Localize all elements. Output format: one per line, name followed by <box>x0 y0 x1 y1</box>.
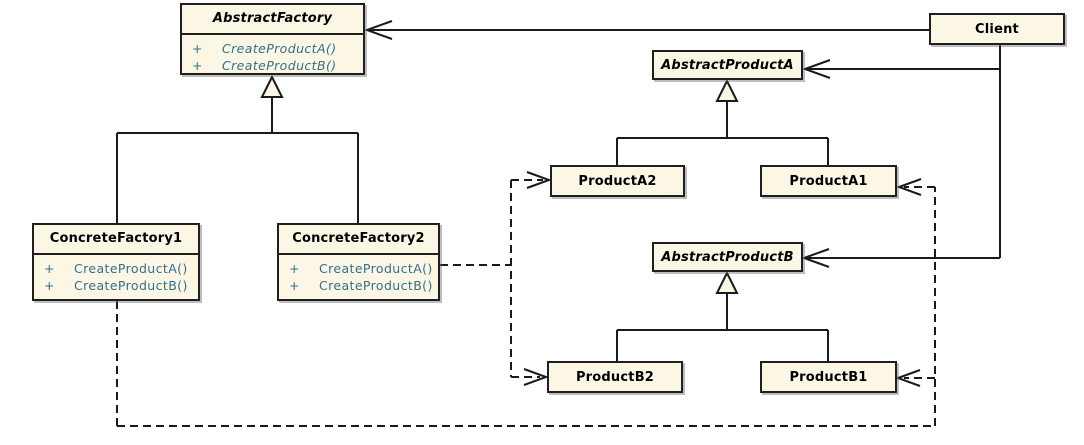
class-title: AbstractProductA <box>661 57 794 73</box>
method-row: + CreateProductB() <box>44 277 196 294</box>
method-compartment: + CreateProductA() + CreateProductB() <box>182 35 363 74</box>
open-arrowhead-abstractproductb <box>801 248 830 268</box>
open-arrowhead-abstractproducta <box>802 59 831 79</box>
method-signature: CreateProductB() <box>74 278 188 293</box>
method-row: + CreateProductA() <box>44 260 196 277</box>
visibility-marker: + <box>289 278 300 293</box>
class-title: ConcreteFactory2 <box>279 225 438 255</box>
method-compartment: + CreateProductA() + CreateProductB() <box>279 255 438 294</box>
method-row: + CreateProductB() <box>192 57 361 74</box>
edge-generalization-products-b <box>616 293 829 361</box>
open-arrowhead-producta1 <box>896 178 922 196</box>
edge-generalization-products-a <box>616 101 829 165</box>
class-title: ProductB1 <box>789 369 868 385</box>
class-title: ProductA1 <box>789 173 868 189</box>
class-box-abstract-factory: AbstractFactory + CreateProductA() + Cre… <box>180 3 365 75</box>
open-arrowhead-abstractfactory <box>364 20 393 40</box>
open-arrowhead-productb1 <box>895 369 921 387</box>
visibility-marker: + <box>44 278 55 293</box>
method-signature: CreateProductA() <box>222 41 337 56</box>
class-box-concrete-factory1: ConcreteFactory1 + CreateProductA() + Cr… <box>32 223 200 301</box>
class-box-product-a1: ProductA1 <box>760 165 897 197</box>
edge-dependency-concretefactory1 <box>116 186 936 427</box>
method-row: + CreateProductA() <box>289 260 436 277</box>
class-title: Client <box>975 21 1019 37</box>
class-title: ProductA2 <box>578 173 657 189</box>
method-signature: CreateProductA() <box>319 261 433 276</box>
class-box-concrete-factory2: ConcreteFactory2 + CreateProductA() + Cr… <box>277 223 440 301</box>
class-box-product-b2: ProductB2 <box>547 361 683 393</box>
generalization-triangle-abstractproducta <box>715 78 739 102</box>
edge-generalization-factories <box>116 97 359 223</box>
method-signature: CreateProductB() <box>222 58 337 73</box>
class-title: AbstractFactory <box>182 5 363 35</box>
method-compartment: + CreateProductA() + CreateProductB() <box>34 255 198 294</box>
method-row: + CreateProductA() <box>192 40 361 57</box>
visibility-marker: + <box>192 41 203 56</box>
method-signature: CreateProductB() <box>319 278 433 293</box>
class-box-client: Client <box>929 13 1065 45</box>
class-title: ProductB2 <box>575 369 655 385</box>
class-box-abstract-product-b: AbstractProductB <box>652 242 803 272</box>
class-box-product-a2: ProductA2 <box>550 165 685 197</box>
method-signature: CreateProductA() <box>74 261 188 276</box>
visibility-marker: + <box>289 261 300 276</box>
edge-dependency-concretefactory2 <box>440 179 543 378</box>
class-box-abstract-product-a: AbstractProductA <box>652 50 803 80</box>
method-row: + CreateProductB() <box>289 277 436 294</box>
generalization-triangle-abstractfactory <box>260 74 284 98</box>
class-title: ConcreteFactory1 <box>34 225 198 255</box>
open-arrowhead-productb2 <box>523 368 549 386</box>
open-arrowhead-producta2 <box>526 171 552 189</box>
class-box-product-b1: ProductB1 <box>760 361 897 393</box>
generalization-triangle-abstractproductb <box>715 270 739 294</box>
visibility-marker: + <box>192 58 203 73</box>
class-title: AbstractProductB <box>661 249 794 265</box>
visibility-marker: + <box>44 261 55 276</box>
